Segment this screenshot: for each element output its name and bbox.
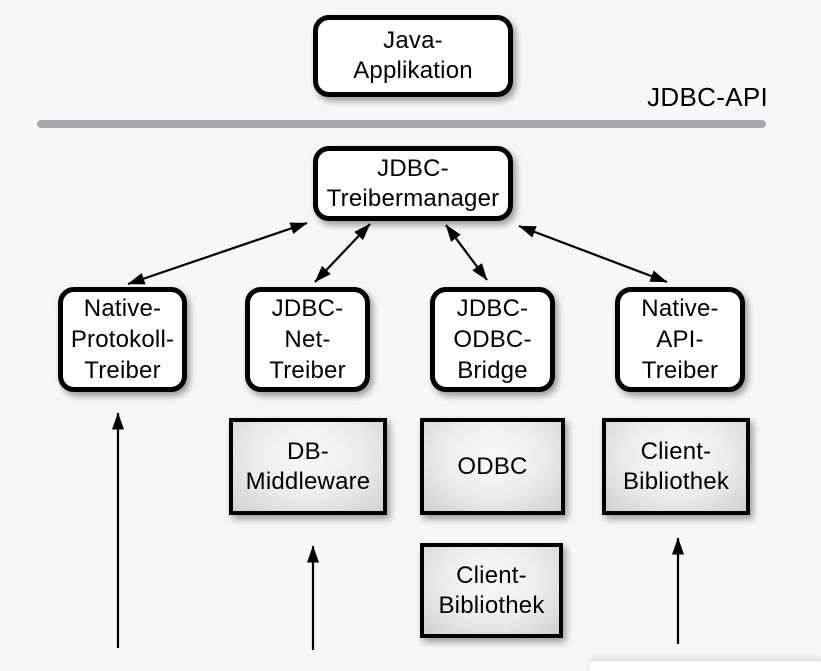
node-jdbc-net-treiber: JDBC- Net- Treiber bbox=[245, 287, 370, 392]
arrow-manager-jdbc-net bbox=[314, 223, 371, 283]
jdbc-api-divider-line bbox=[37, 120, 766, 128]
node-native-api-treiber: Native- API- Treiber bbox=[615, 287, 745, 392]
jdbc-api-label: JDBC-API bbox=[647, 82, 768, 112]
node-db-middleware: DB- Middleware bbox=[229, 418, 387, 515]
node-native-protokoll-treiber: Native- Protokoll- Treiber bbox=[58, 287, 187, 392]
node-client-bibliothek-bottom: Client- Bibliothek bbox=[420, 543, 563, 638]
node-client-bibliothek-right: Client- Bibliothek bbox=[602, 418, 750, 515]
node-odbc: ODBC bbox=[420, 418, 565, 515]
arrow-manager-jdbc-odbc-bridge bbox=[445, 224, 488, 281]
arrow-manager-native-api bbox=[518, 224, 668, 284]
node-java-applikation: Java- Applikation bbox=[313, 15, 513, 97]
node-jdbc-odbc-bridge: JDBC- ODBC- Bridge bbox=[430, 287, 555, 392]
cutoff-box-bottom-right bbox=[590, 661, 821, 671]
arrow-manager-native-protokoll bbox=[127, 221, 308, 286]
node-jdbc-treibermanager: JDBC- Treibermanager bbox=[313, 146, 513, 221]
